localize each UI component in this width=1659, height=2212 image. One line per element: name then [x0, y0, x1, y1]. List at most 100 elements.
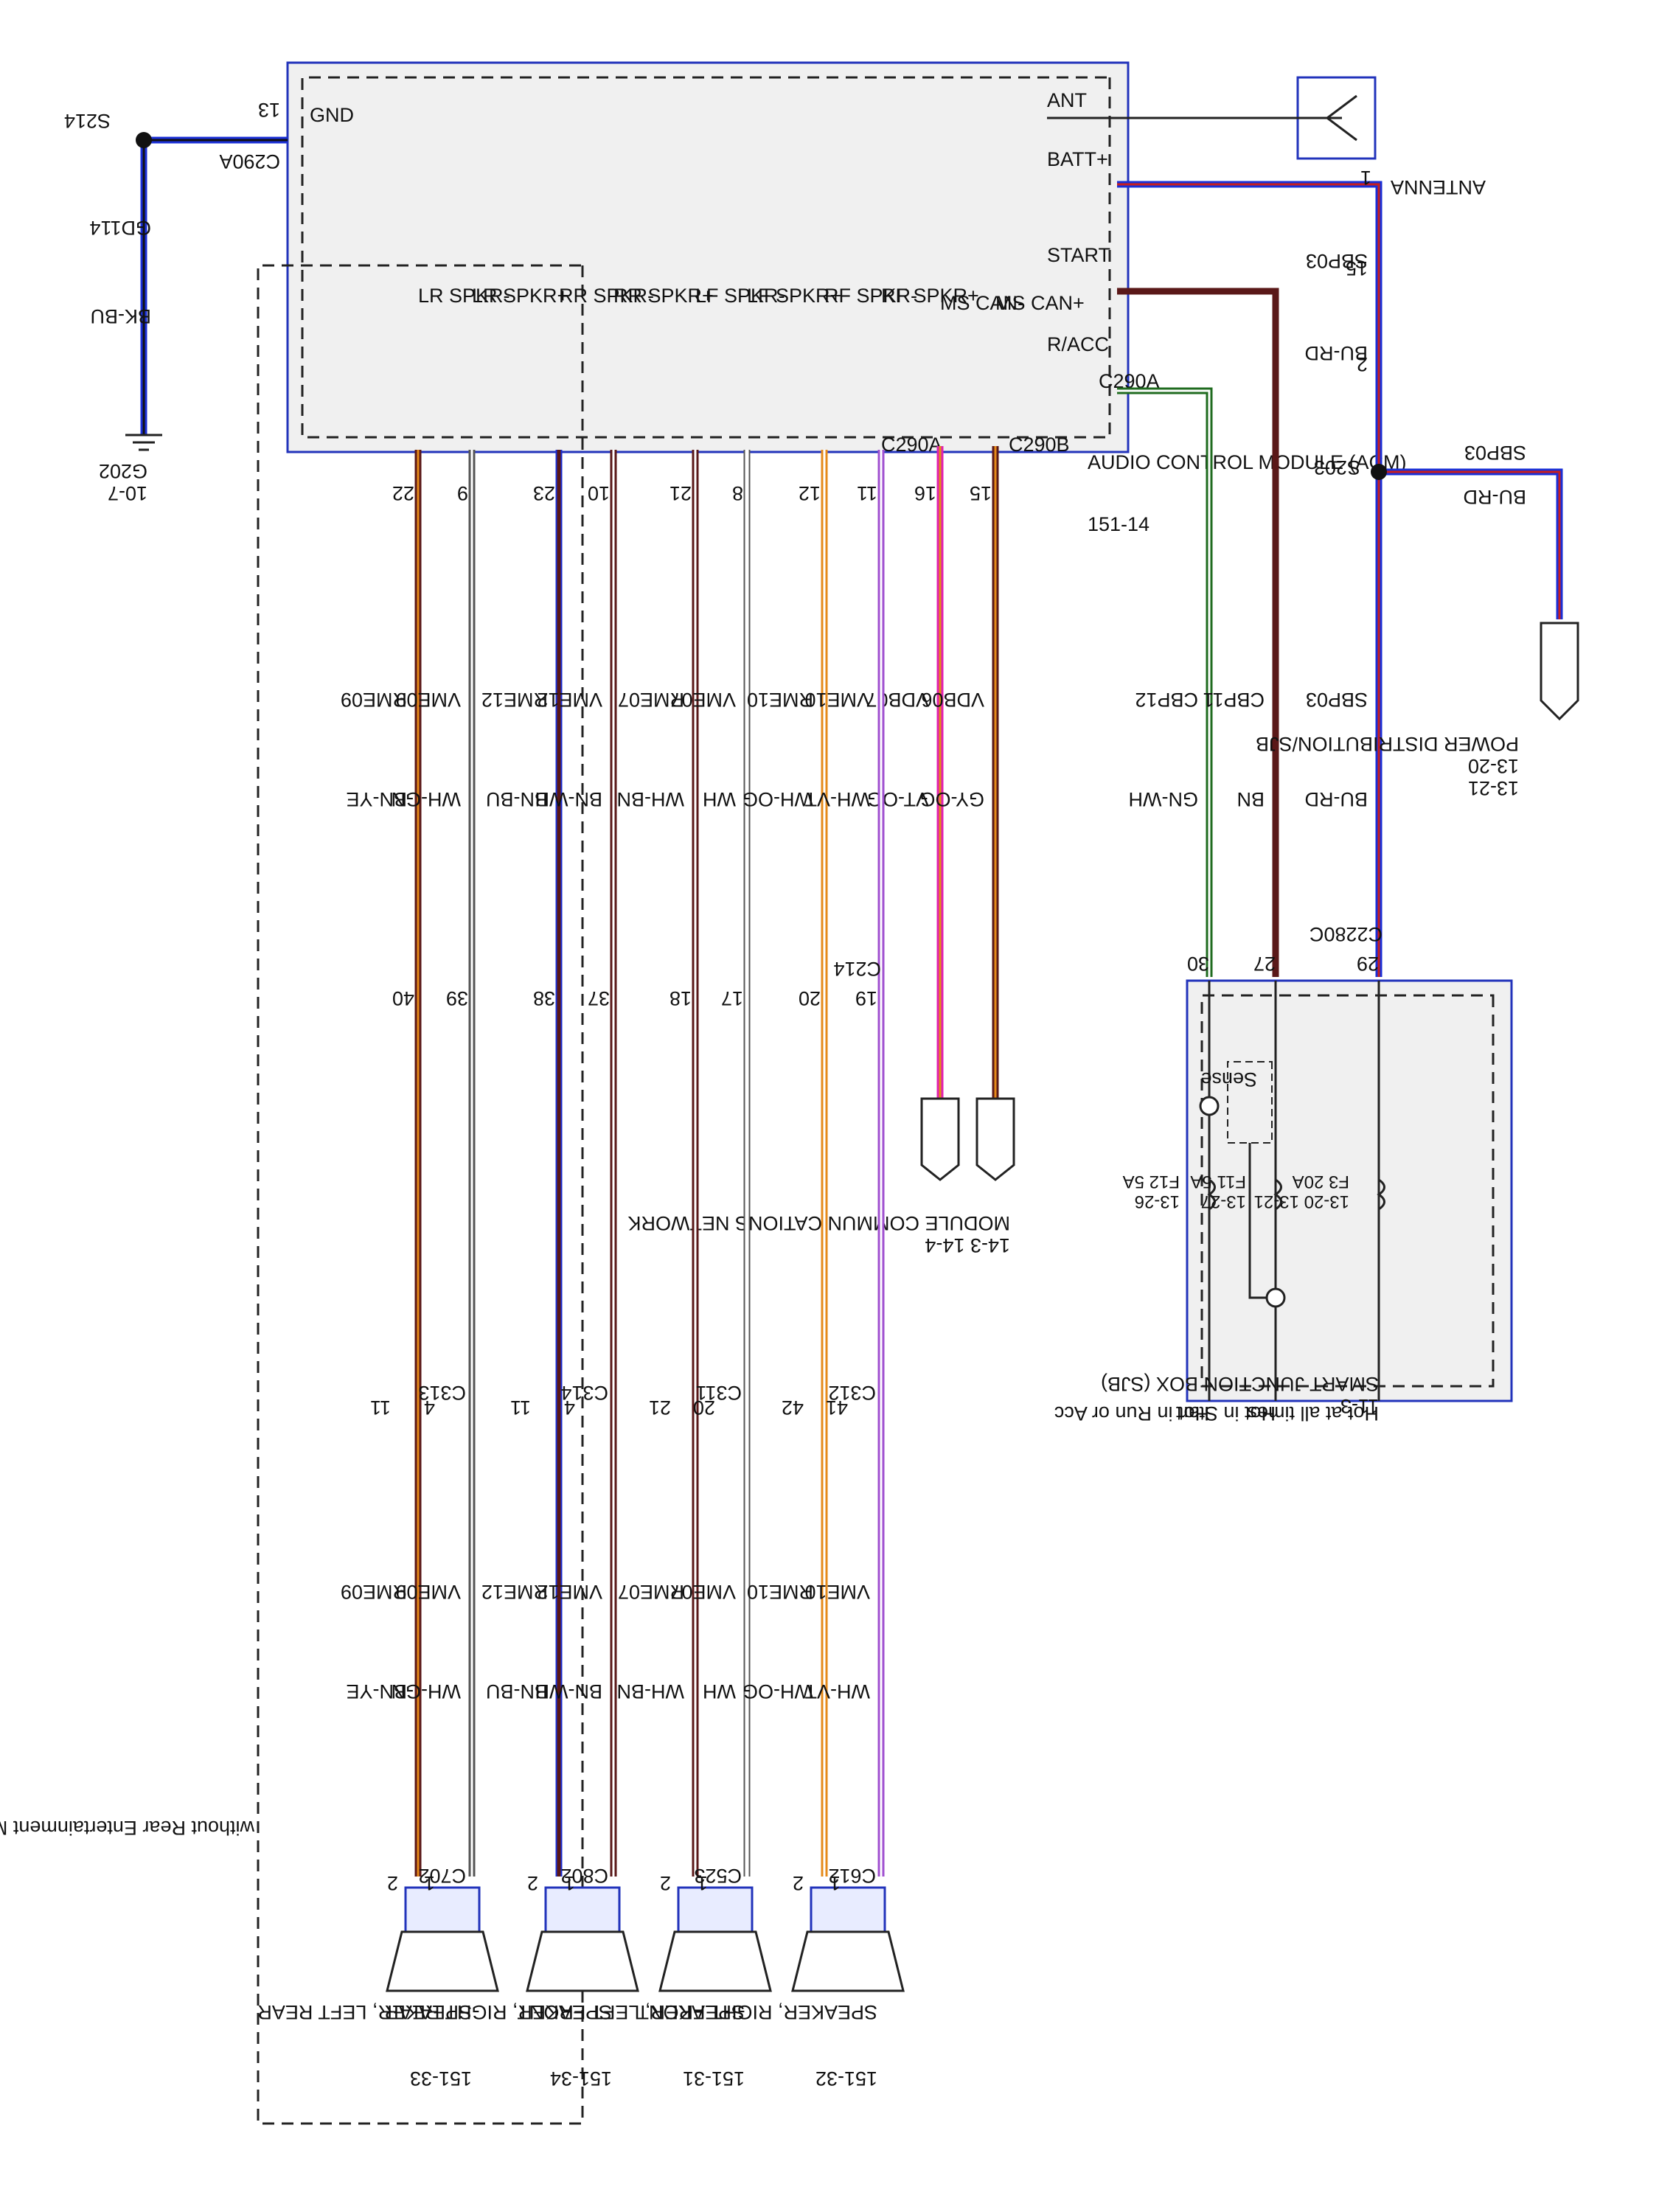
rf-c214-pin-plus: 19	[855, 987, 877, 1009]
lf-circuit-minus: RME07	[618, 689, 684, 711]
rr-circuit-plus: VME12	[537, 689, 602, 711]
lr-color-minus-2: BN-YE	[346, 1680, 407, 1703]
pin-lf-minus: LF SPKR-	[695, 285, 785, 307]
sjb-connector: C2280C	[1310, 923, 1382, 945]
acm-connector-c290a: C290A	[881, 434, 942, 456]
lr-c214-pin-plus: 39	[446, 987, 468, 1009]
rr-spk-pin-1: 1	[564, 1872, 575, 1894]
rr-conn-pin-plus: 4	[564, 1397, 575, 1419]
rr-conn: C314	[560, 1382, 608, 1404]
ground-circuit-id: GD114	[89, 217, 151, 239]
rf-conn-pin-minus: 42	[782, 1397, 804, 1419]
speaker-wires	[414, 450, 885, 1877]
splice-s203-label: S203	[1314, 456, 1360, 479]
rf-color-minus: WH-OG	[742, 788, 813, 810]
lf-acm-pin-minus: 21	[669, 482, 692, 504]
lf-c214-pin-minus: 18	[669, 987, 692, 1009]
racc-color: GN-WH	[1129, 788, 1198, 810]
lr-spk-pin-2: 2	[387, 1872, 398, 1894]
speaker-labels: 11 12 8 21 10 23 9 22 VME10 WH-VT RME10 …	[341, 482, 881, 1703]
lf-conn: C311	[695, 1382, 742, 1404]
racc-pin: 2	[1357, 353, 1368, 375]
speaker-icon	[677, 1886, 754, 1933]
batt-circuit-top: SBP03	[1306, 250, 1368, 272]
lf-color-plus: WH	[703, 788, 736, 810]
rf-spk-pin-1: 1	[830, 1872, 841, 1894]
splice-s203	[1371, 464, 1387, 480]
speaker-icon	[404, 1886, 481, 1933]
rf-conn: C312	[828, 1382, 876, 1404]
rf-circuit-plus-2: VME10	[804, 1581, 870, 1603]
rr-acm-pin-minus: 23	[533, 482, 555, 504]
lr-acm-pin-plus: 9	[457, 482, 468, 504]
pin-lf-plus: LF SPKR+	[747, 285, 841, 307]
lf-color-minus-2: WH-BN	[617, 1680, 684, 1703]
rear-speaker-group	[257, 264, 584, 2125]
fuse-f11-label: F11 5A	[1190, 1172, 1246, 1192]
ground-color: BK-BU	[90, 305, 151, 327]
batt-color-top: BU-RD	[1305, 342, 1368, 364]
pin-racc: R/ACC	[1047, 333, 1109, 355]
lf-color-plus-2: WH	[703, 1680, 736, 1703]
pin-ms-can-plus: MS CAN+	[995, 292, 1085, 314]
batt-circuit: SBP03	[1306, 689, 1368, 711]
acm-ref: 151-14	[1088, 513, 1150, 535]
lr-color-plus: WH-GN	[392, 788, 461, 810]
speakers: C612 1 2 SPEAKER, RIGHT FRONT 151-32 C52…	[0, 1817, 905, 2090]
lf-spk-pin-2: 2	[660, 1872, 671, 1894]
ground-icon	[125, 434, 162, 451]
lr-c214-pin-minus: 40	[392, 987, 414, 1009]
pin-ant: ANT	[1047, 89, 1087, 111]
rr-speaker-name: SPEAKER, RIGHT REAR	[384, 2001, 612, 2023]
acm-connector-c290b: C290B	[1009, 434, 1070, 456]
lf-c214-pin-plus: 17	[721, 987, 743, 1009]
lf-circuit-plus: VME07	[670, 689, 736, 711]
sjb-pin-start: 27	[1253, 953, 1276, 975]
lr-speaker-name: SPEAKER, LEFT REAR	[257, 2001, 472, 2023]
lf-circuit-plus-2: VME07	[670, 1581, 736, 1603]
racc-circuit: CBP12	[1135, 689, 1198, 711]
rf-color-plus: WH-VT	[805, 788, 870, 810]
pin-rf-plus: RF SPKR+	[881, 285, 979, 307]
lr-circuit-plus: VME09	[395, 689, 461, 711]
hot-in-run-acc: Hot in Run or Acc	[1054, 1402, 1209, 1425]
fuse-f11-ref: 13-27	[1201, 1192, 1246, 1211]
lr-spk-pin-1: 1	[424, 1872, 435, 1894]
rr-acm-pin-plus: 10	[588, 482, 610, 504]
rf-speaker-name: SPEAKER, RIGHT FRONT	[636, 2001, 877, 2023]
pin-rr-minus: RR SPKR-	[559, 285, 654, 307]
lr-conn-pin-plus: 4	[424, 1397, 435, 1419]
rf-conn-pin-plus: 41	[826, 1397, 848, 1419]
sjb-ref: 11-3	[1340, 1395, 1379, 1417]
can-circuit-minus: VDB07	[866, 689, 929, 711]
hot-all-times: Hot at all times	[1247, 1402, 1379, 1425]
sjb-title: SMART JUNCTION BOX (SJB)	[1101, 1373, 1379, 1395]
speaker-icon	[810, 1886, 886, 1933]
ground-connector: C290A	[219, 150, 280, 173]
rr-speaker-ref: 151-34	[550, 2067, 612, 2090]
rr-spk-pin-2: 2	[527, 1872, 538, 1894]
can-network-refs: 14-3 14-4	[925, 1234, 1010, 1256]
can-color-plus: GY-OG	[919, 788, 984, 810]
can-pin-minus: 16	[914, 482, 936, 504]
can-pin-plus: 15	[970, 482, 992, 504]
rf-circuit-plus: VME10	[804, 689, 870, 711]
start-color: BN	[1237, 788, 1265, 810]
lr-color-minus: BN-YE	[346, 788, 407, 810]
rear-note: without Rear Entertainment Module	[0, 1817, 255, 1839]
pin-batt: BATT+	[1047, 148, 1108, 170]
lf-conn-pin-minus: 21	[649, 1397, 671, 1419]
pin-start: START	[1047, 244, 1110, 266]
fuse-f3-label: F3 20A	[1293, 1172, 1349, 1192]
pin-ms-can-minus: MS CAN-	[940, 292, 1024, 314]
lr-conn-pin-minus: 11	[370, 1397, 391, 1419]
speaker-right-rear: C802 1 2 SPEAKER, RIGHT REAR 151-34	[384, 1865, 639, 2090]
batt-pin: 1	[1360, 167, 1371, 189]
lf-circuit-minus-2: RME07	[618, 1581, 684, 1603]
rf-color-minus-2: WH-OG	[742, 1680, 813, 1703]
lr-speaker-ref: 151-33	[410, 2067, 472, 2090]
rr-conn-pin-minus: 11	[510, 1397, 531, 1419]
branch-color: BU-RD	[1464, 486, 1527, 508]
start-pin: 15	[1346, 257, 1368, 279]
